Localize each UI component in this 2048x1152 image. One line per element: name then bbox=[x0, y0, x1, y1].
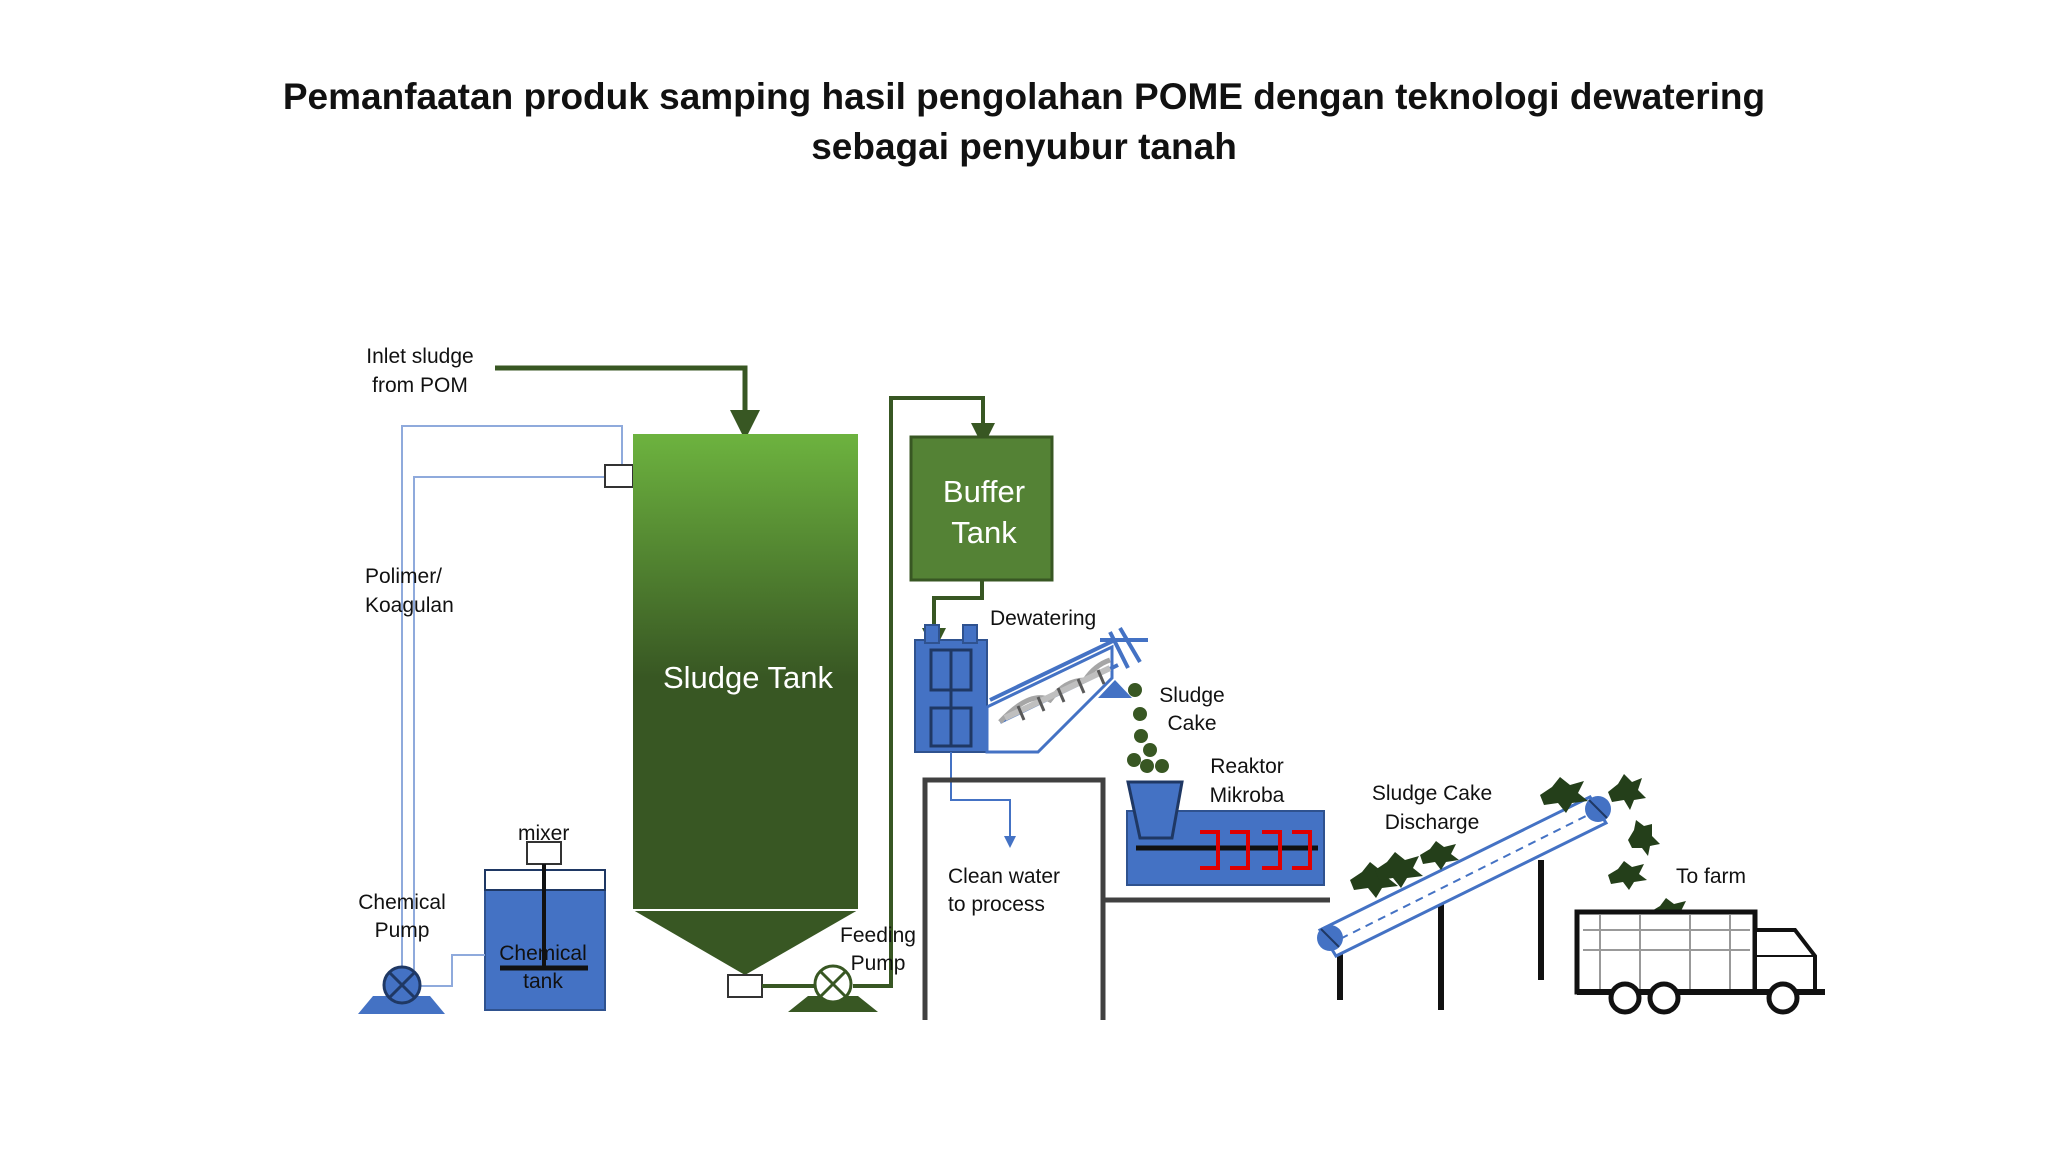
sludge-tank bbox=[633, 434, 858, 975]
label-inlet-2: from POM bbox=[372, 374, 468, 397]
label-polimer: Polimer/ bbox=[365, 565, 442, 588]
label-to-farm: To farm bbox=[1676, 865, 1746, 888]
label-reaktor: Reaktor bbox=[1210, 755, 1284, 778]
truck-icon bbox=[1574, 909, 1825, 1015]
conveyor bbox=[1317, 795, 1611, 1010]
label-discharge-2: Discharge bbox=[1385, 811, 1480, 834]
clean-water-line bbox=[950, 752, 1016, 848]
title-line-1: Pemanfaatan produk samping hasil pengola… bbox=[282, 76, 1766, 117]
polimer-line-outer bbox=[401, 425, 623, 970]
label-sludge-tank: Sludge Tank bbox=[663, 660, 834, 695]
label-polimer-2: Koagulan bbox=[365, 594, 454, 617]
reaktor-hopper bbox=[1126, 780, 1184, 840]
label-chem-tank: Chemical bbox=[499, 942, 587, 965]
tank-outlet-port bbox=[727, 974, 763, 998]
label-discharge: Sludge Cake bbox=[1372, 782, 1492, 805]
buffer-to-dewatering-pipe bbox=[922, 580, 984, 652]
sludge-cake-drops bbox=[1127, 683, 1169, 773]
label-clean-water-2: to process bbox=[948, 893, 1045, 916]
label-mixer: mixer bbox=[518, 822, 569, 845]
label-feeding: Feeding bbox=[840, 924, 916, 947]
label-feeding-2: Pump bbox=[851, 952, 906, 975]
title-line-2: sebagai penyubur tanah bbox=[811, 126, 1237, 167]
chemical-pump-icon bbox=[358, 965, 445, 1014]
chem-pump-to-tank-line bbox=[412, 954, 485, 987]
heater-elements bbox=[1200, 830, 1312, 870]
label-reaktor-2: Mikroba bbox=[1210, 784, 1285, 807]
label-buffer: Buffer bbox=[943, 474, 1025, 509]
label-sludge-cake: Sludge bbox=[1159, 684, 1224, 707]
mixer-motor bbox=[526, 841, 562, 865]
label-sludge-cake-2: Cake bbox=[1167, 712, 1216, 735]
label-inlet: Inlet sludge bbox=[366, 345, 473, 368]
cake-clusters bbox=[1350, 774, 1689, 927]
dewatering-unit bbox=[914, 624, 1148, 754]
label-dewatering: Dewatering bbox=[990, 607, 1096, 630]
feeding-pump-icon bbox=[788, 964, 878, 1012]
feed-riser bbox=[853, 396, 995, 988]
label-chem-pump-2: Pump bbox=[375, 919, 430, 942]
polimer-inlet-port bbox=[604, 464, 634, 488]
polimer-line-inner bbox=[413, 476, 605, 970]
label-chem-pump: Chemical bbox=[358, 891, 446, 914]
inlet-pipe bbox=[495, 365, 760, 440]
label-chem-tank-2: tank bbox=[523, 970, 563, 993]
label-buffer-2: Tank bbox=[951, 515, 1017, 550]
label-clean-water: Clean water bbox=[948, 865, 1060, 888]
